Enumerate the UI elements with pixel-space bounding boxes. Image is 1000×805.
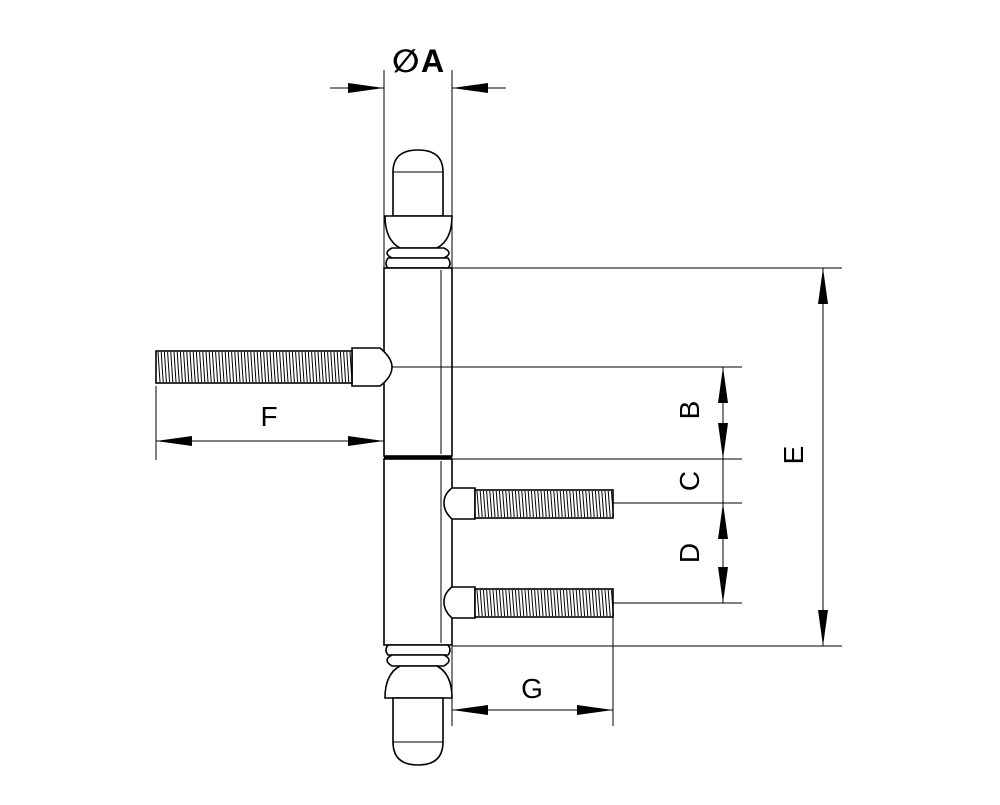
diameter-symbol: ∅ bbox=[392, 43, 419, 79]
right-threaded-pin-upper bbox=[443, 487, 614, 520]
label-f: F bbox=[260, 401, 277, 432]
right-threaded-pin-lower bbox=[443, 586, 614, 619]
top-finial bbox=[384, 149, 453, 269]
dimension-g: G bbox=[451, 617, 614, 726]
label-b: B bbox=[674, 401, 705, 420]
upper-right-pin-threads bbox=[476, 490, 614, 518]
label-d: D bbox=[674, 543, 705, 563]
lower-barrel bbox=[383, 458, 453, 646]
upper-barrel bbox=[383, 267, 453, 459]
bottom-finial bbox=[384, 644, 453, 766]
dimension-a: ∅ A bbox=[330, 43, 506, 268]
dimension-e: E bbox=[452, 267, 842, 647]
label-g: G bbox=[521, 673, 543, 704]
label-a: A bbox=[421, 43, 444, 79]
label-c: C bbox=[674, 471, 705, 491]
left-threaded-pin bbox=[155, 347, 393, 387]
left-pin-threads bbox=[157, 351, 353, 383]
dimension-f: F bbox=[155, 386, 384, 460]
label-e: E bbox=[778, 446, 809, 465]
lower-right-pin-threads bbox=[476, 589, 614, 617]
dimensions-bcd: B C D bbox=[392, 366, 742, 604]
